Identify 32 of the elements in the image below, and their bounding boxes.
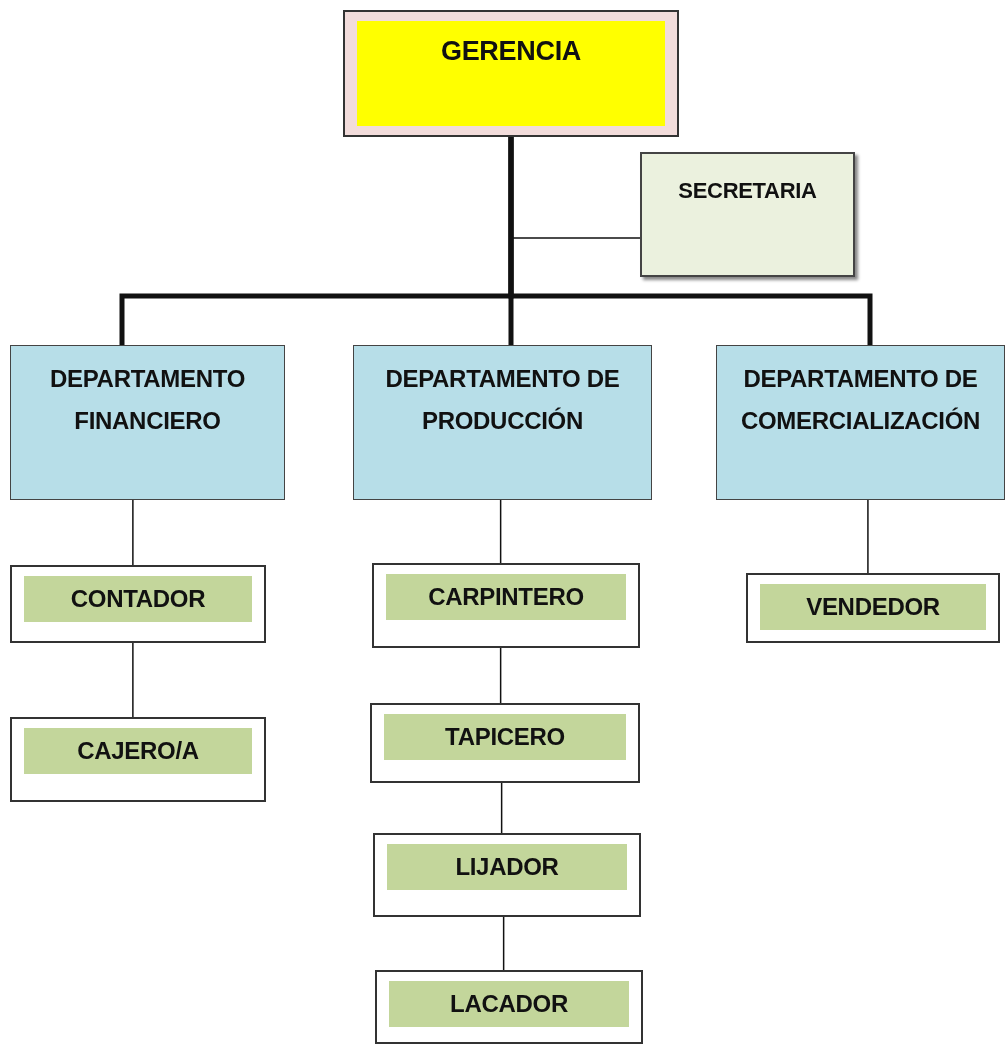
position-box xyxy=(372,563,640,648)
department-title: DEPARTAMENTO FINANCIERO xyxy=(48,364,247,436)
department-title: DEPARTAMENTO DE PRODUCCIÓN xyxy=(384,364,621,436)
position-box xyxy=(746,573,1000,643)
position-box xyxy=(10,565,266,643)
connector-line xyxy=(502,916,505,971)
position-title: CONTADOR xyxy=(24,576,252,622)
staff-title: SECRETARIA xyxy=(678,177,817,205)
staff-box xyxy=(640,152,855,277)
position-box xyxy=(375,970,643,1044)
position-box xyxy=(10,717,266,802)
connector-line xyxy=(499,499,502,564)
connector-line xyxy=(500,782,503,834)
management-title: GERENCIA xyxy=(357,21,665,126)
position-box xyxy=(370,703,640,783)
connector-line xyxy=(132,642,134,718)
position-title: LIJADOR xyxy=(387,844,627,890)
position-title: VENDEDOR xyxy=(760,584,986,630)
position-title: LACADOR xyxy=(389,981,629,1027)
position-box xyxy=(373,833,641,917)
position-title: TAPICERO xyxy=(384,714,626,760)
management-box xyxy=(343,10,679,137)
department-box xyxy=(716,345,1005,500)
connector-line xyxy=(132,499,134,566)
department-title: DEPARTAMENTO DE COMERCIALIZACIÓN xyxy=(739,364,982,436)
department-box xyxy=(353,345,652,500)
position-title: CAJERO/A xyxy=(24,728,252,774)
department-box xyxy=(10,345,285,500)
connector-line xyxy=(499,647,502,704)
connector-line xyxy=(508,137,873,345)
position-title: CARPINTERO xyxy=(386,574,626,620)
connector-line xyxy=(867,499,869,574)
